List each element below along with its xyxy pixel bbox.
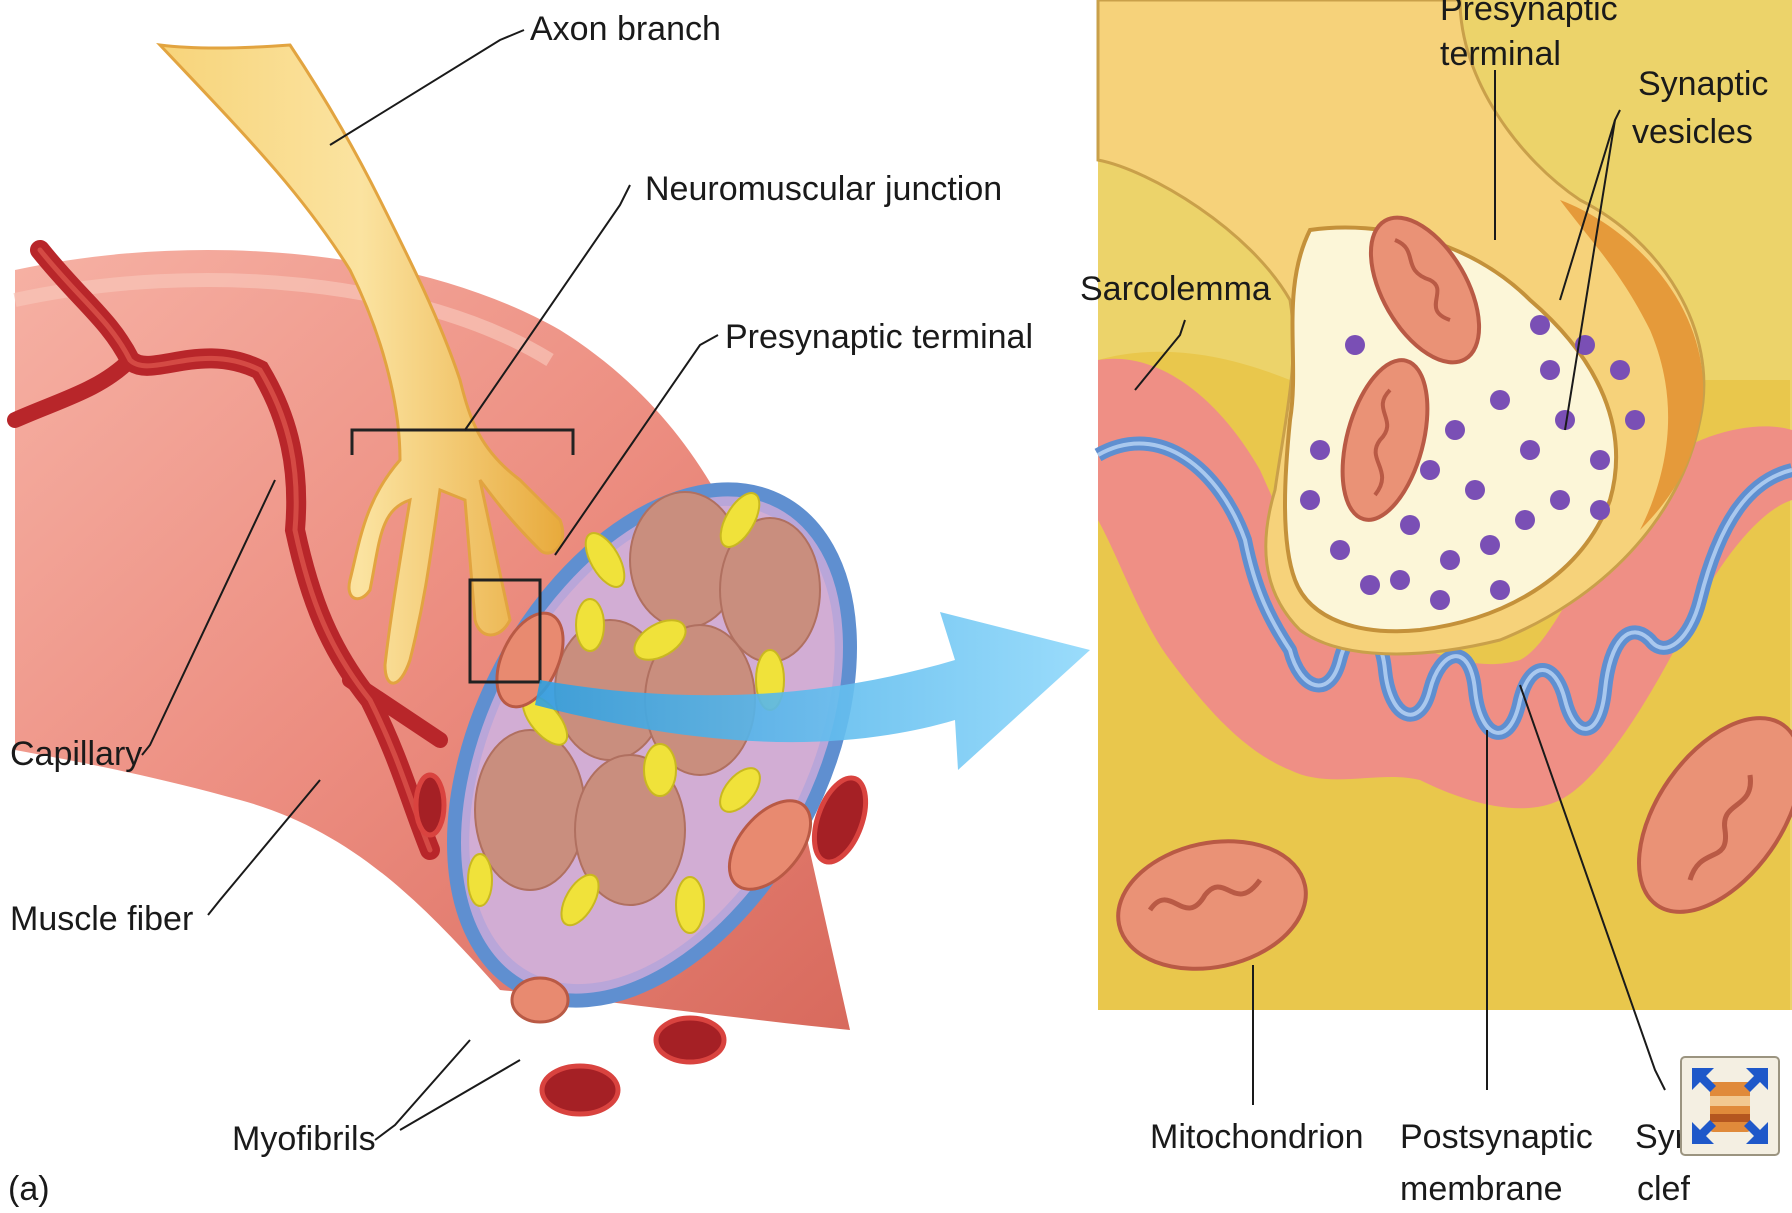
label-presynaptic-right-1: Presynaptic bbox=[1440, 0, 1618, 28]
label-postsynaptic-2: membrane bbox=[1400, 1170, 1563, 1208]
label-postsynaptic-1: Postsynaptic bbox=[1400, 1118, 1593, 1156]
expand-icon bbox=[1680, 1056, 1780, 1156]
label-axon-branch: Axon branch bbox=[530, 10, 721, 48]
label-cleft-1: Syr bbox=[1635, 1118, 1686, 1156]
label-myofibrils: Myofibrils bbox=[232, 1120, 376, 1158]
label-capillary: Capillary bbox=[10, 735, 142, 773]
label-presynaptic-right-2: terminal bbox=[1440, 35, 1561, 73]
label-synaptic-vesicles-2: vesicles bbox=[1632, 113, 1753, 151]
label-sarcolemma: Sarcolemma bbox=[1080, 270, 1271, 308]
label-muscle-fiber: Muscle fiber bbox=[10, 900, 193, 938]
label-mitochondrion: Mitochondrion bbox=[1150, 1118, 1364, 1156]
label-synaptic-vesicles-1: Synaptic bbox=[1638, 65, 1768, 103]
expand-view-button[interactable] bbox=[1680, 1056, 1780, 1156]
label-panel-a: (a) bbox=[8, 1170, 50, 1208]
label-presynaptic-terminal-left: Presynaptic terminal bbox=[725, 318, 1033, 356]
label-cleft-2: clef bbox=[1637, 1170, 1690, 1208]
label-neuromuscular-junction: Neuromuscular junction bbox=[645, 170, 1002, 208]
